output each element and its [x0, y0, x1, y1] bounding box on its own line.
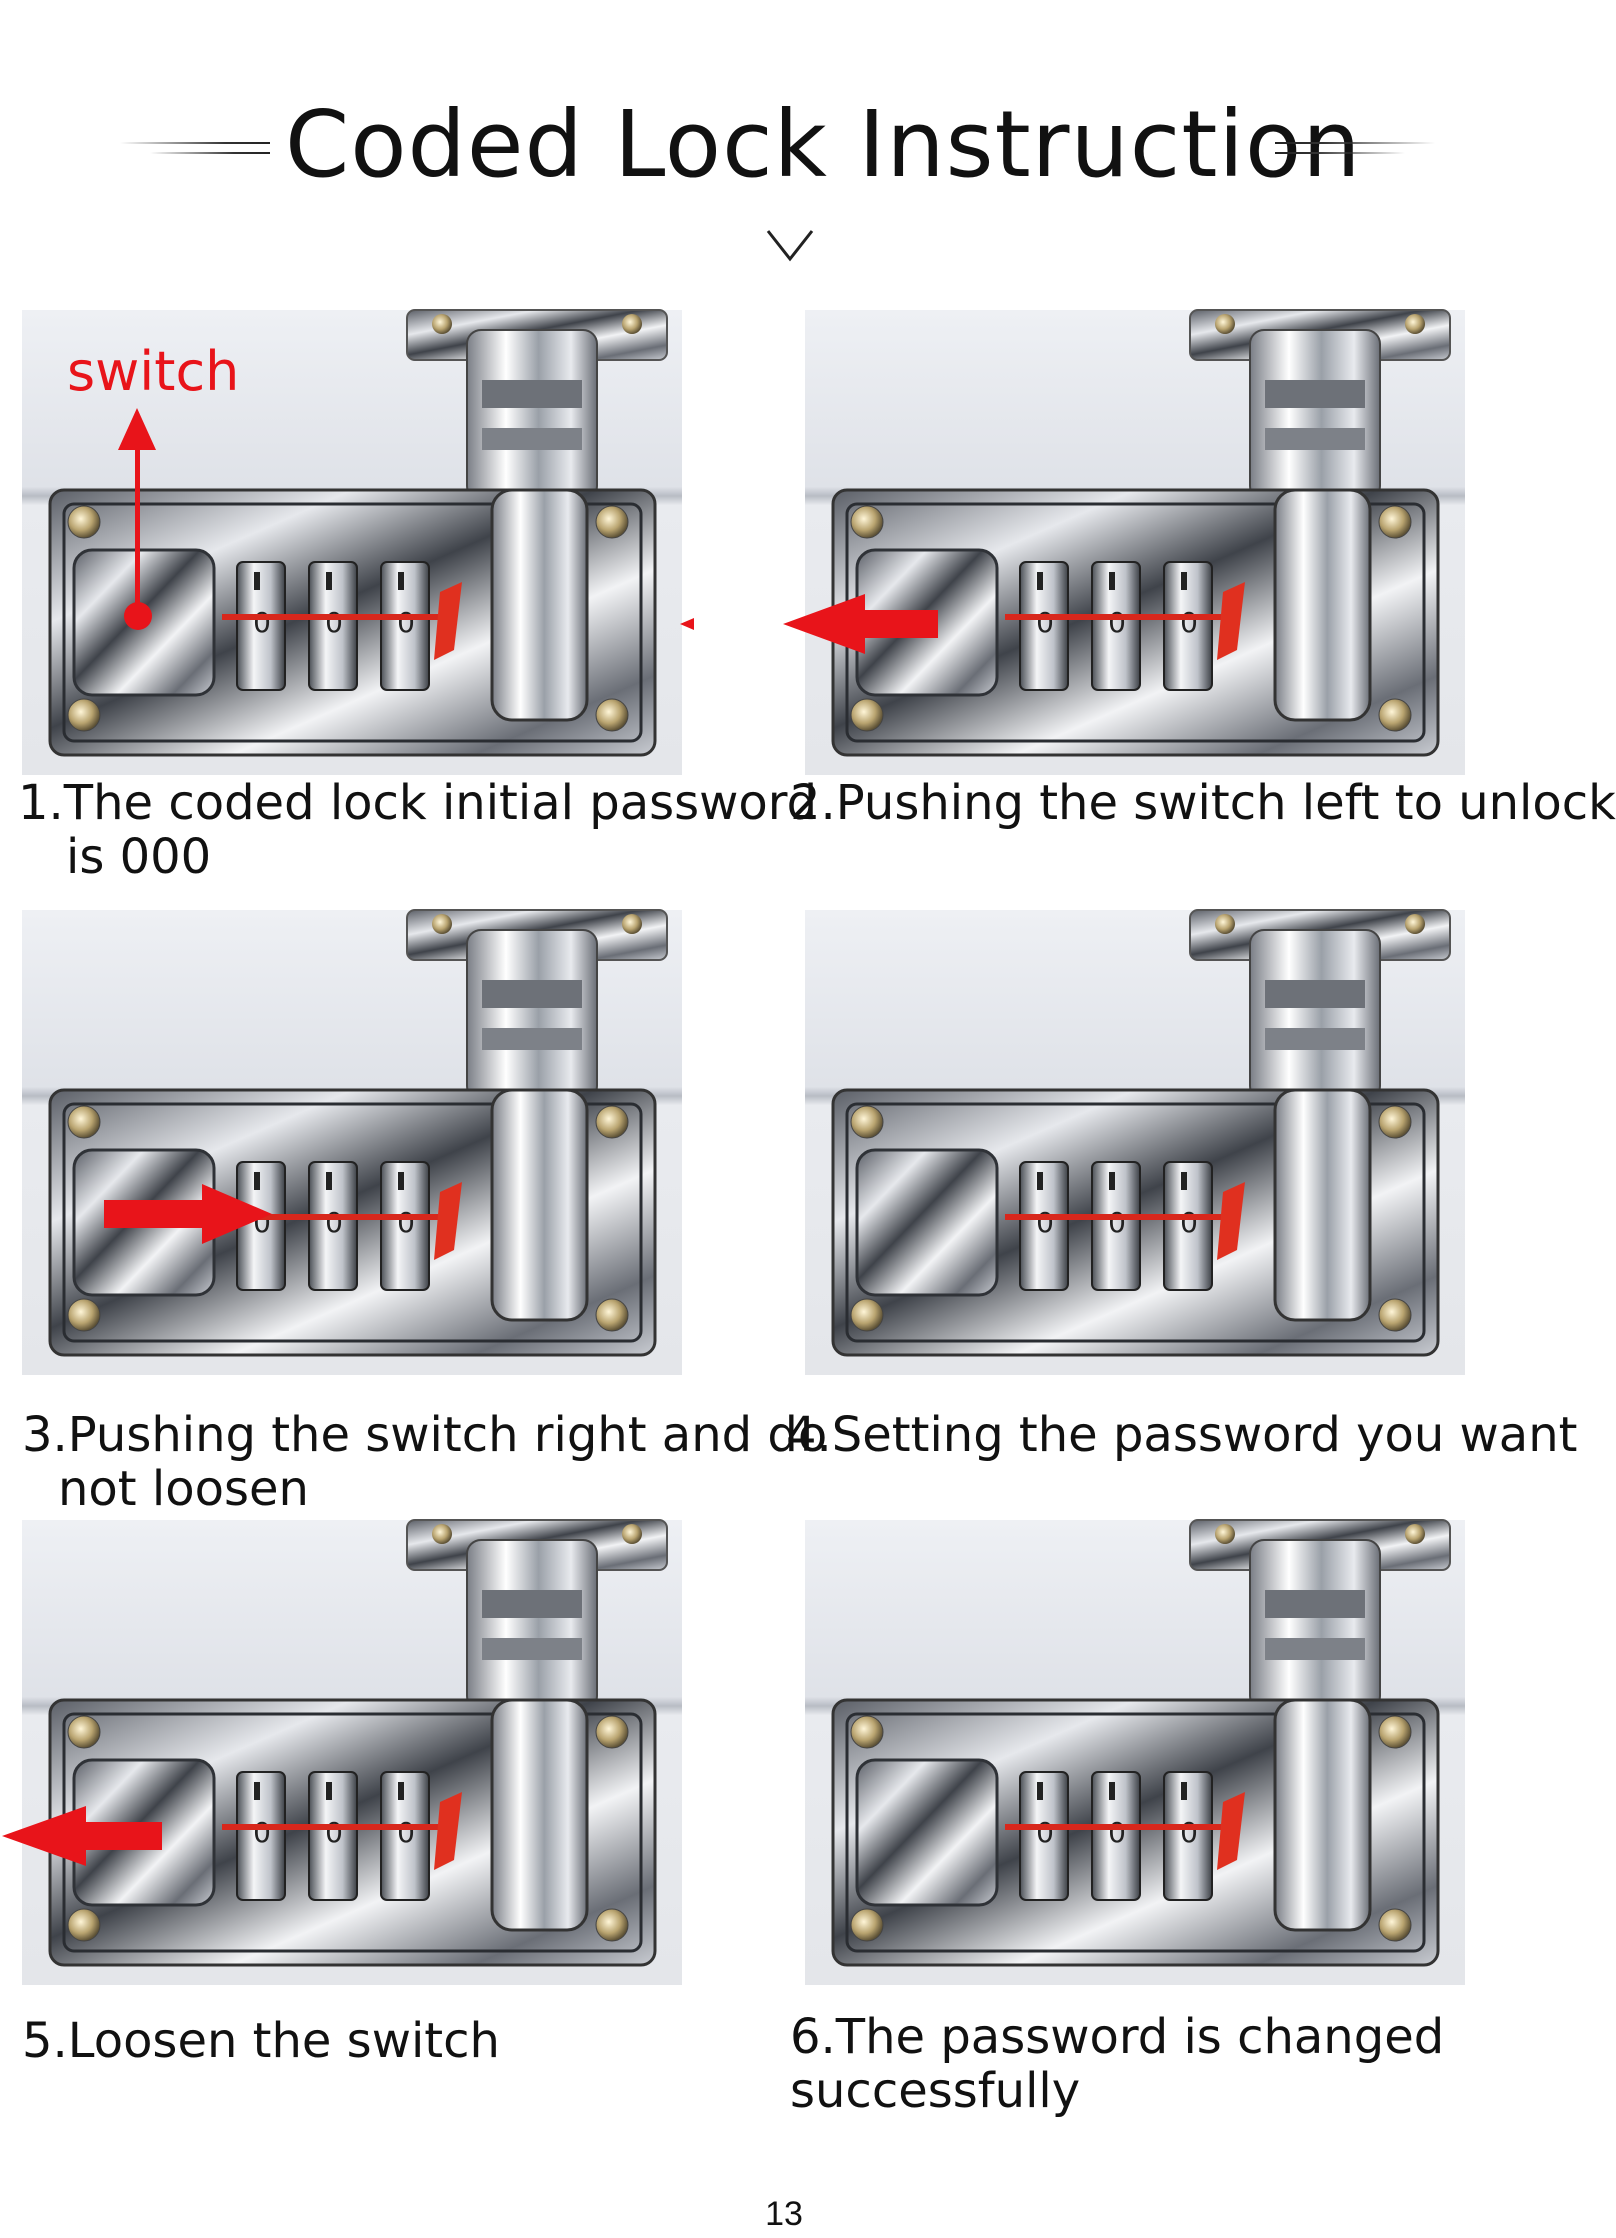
step-1-caption: 1.The coded lock initial password is 000	[18, 776, 817, 884]
page-title: Coded Lock Instruction	[285, 91, 1362, 198]
step-3-caption-line2: not loosen	[58, 1461, 309, 1517]
switch-annotation: switch	[67, 340, 239, 403]
step-1-caption-line1: 1.The coded lock initial password	[18, 775, 818, 831]
title-rule-left	[120, 142, 270, 144]
step-2-caption-line1: 2.Pushing the switch left to unlock	[790, 775, 1616, 831]
step-6-caption: 6.The password is changed successfully	[790, 2010, 1444, 2118]
page-header: Coded Lock Instruction	[0, 90, 1568, 200]
page-number: 13	[765, 2195, 803, 2233]
title-rule-left-2	[150, 152, 270, 154]
arrow-left-icon	[2, 1806, 162, 1866]
step-5-caption: 5.Loosen the switch	[22, 2014, 500, 2068]
step-3-caption: 3.Pushing the switch right and do not lo…	[22, 1408, 827, 1516]
step-4-caption-line1: 4.Setting the password you want	[786, 1407, 1578, 1463]
step-6-caption-line1: 6.The password is changed	[790, 2009, 1445, 2065]
step-4-caption: 4.Setting the password you want	[786, 1408, 1577, 1462]
arrow-up-icon	[118, 408, 156, 630]
arrow-right-icon	[104, 1184, 272, 1244]
step-2-caption: 2.Pushing the switch left to unlock	[790, 776, 1616, 830]
step-3-caption-line1: 3.Pushing the switch right and do	[22, 1407, 828, 1463]
step-1-caption-line2: is 000	[66, 829, 212, 885]
lock-photo-step-5	[2, 1518, 684, 1987]
arrow-left-tip	[680, 618, 694, 630]
lock-photo-step-2	[783, 308, 1467, 777]
lock-photo-step-3	[20, 908, 684, 1377]
title-rule-right	[1275, 142, 1435, 144]
title-rule-right-2	[1275, 152, 1405, 154]
lock-photo-step-1: switch	[20, 308, 684, 777]
lock-photo-step-4	[803, 908, 1467, 1377]
lock-photo-step-6	[803, 1518, 1467, 1987]
arrow-left-icon	[783, 594, 938, 654]
chevron-down-icon	[766, 230, 814, 262]
step-5-caption-line1: 5.Loosen the switch	[22, 2013, 500, 2069]
step-6-caption-line2: successfully	[790, 2063, 1081, 2119]
